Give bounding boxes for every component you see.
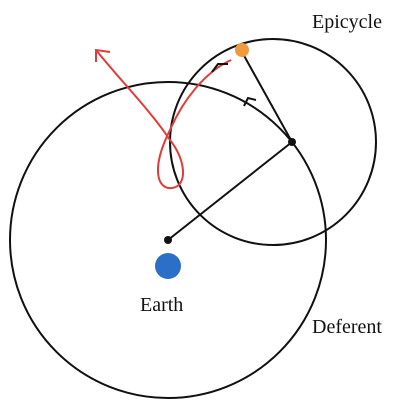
deferent-label: Deferent [312, 316, 382, 338]
earth-label: Earth [140, 294, 183, 316]
epicycle-center-dot [288, 138, 296, 146]
epicycle-circle [169, 38, 377, 246]
deferent-circle [9, 81, 327, 399]
planet-dot [235, 43, 249, 57]
epicycle-rotation-arrow [211, 63, 228, 73]
path-arrowhead [95, 48, 111, 62]
retrograde-path [95, 49, 232, 190]
deferent-rotation-arrow [243, 96, 257, 107]
deferent-center-dot [164, 236, 172, 244]
deferent-radius-line [167, 141, 293, 241]
epicycle-radius-line [241, 51, 293, 143]
earth-dot [155, 253, 181, 279]
epicycle-label: Epicycle [312, 11, 382, 33]
